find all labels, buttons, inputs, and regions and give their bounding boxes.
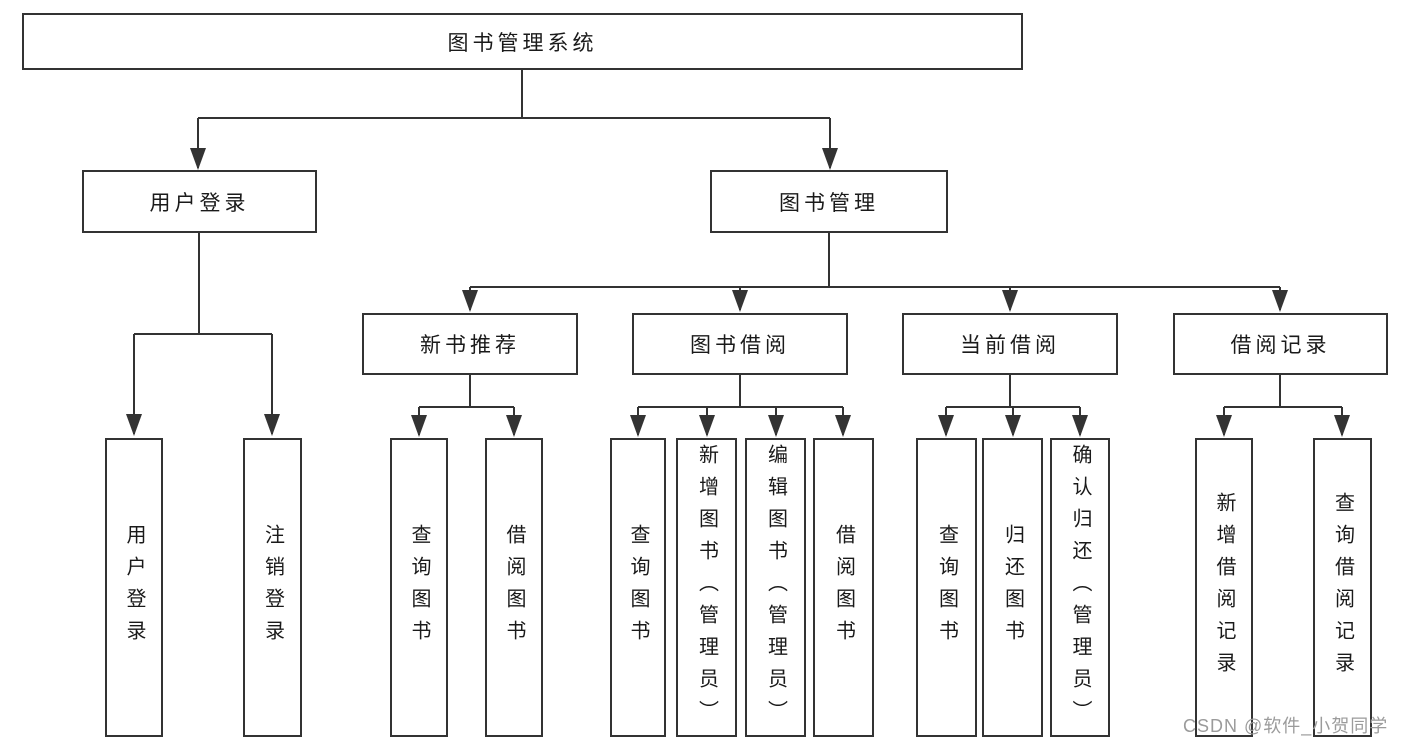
node-borrow-record-label: 借阅记录 — [1230, 334, 1331, 357]
node-book-borrow: 图书借阅 — [632, 313, 848, 375]
leaf-query-borrow-record: 查询借阅记录 — [1313, 438, 1372, 737]
leaf-label: 新增借阅记录 — [1213, 491, 1235, 684]
leaf-borrow-books: 借阅图书 — [813, 438, 874, 737]
leaf-return-books: 归还图书 — [982, 438, 1043, 737]
leaf-edit-books-admin: 编辑图书（管理员） — [745, 438, 806, 737]
arrowhead — [1216, 415, 1232, 437]
arrowheads — [126, 148, 1350, 437]
arrowhead — [1072, 415, 1088, 437]
leaf-confirm-return-admin: 确认归还（管理员） — [1050, 438, 1110, 737]
connector-root-to-level2 — [197, 70, 831, 168]
arrowhead — [1334, 415, 1350, 437]
leaf-label: 新增图书（管理员） — [695, 443, 718, 732]
leaf-label: 归还图书 — [1001, 523, 1024, 652]
leaf-label: 用户登录 — [123, 523, 145, 652]
leaf-add-books-admin: 新增图书（管理员） — [676, 438, 737, 737]
node-new-book-recommend: 新书推荐 — [362, 313, 578, 375]
node-user-login: 用户登录 — [82, 170, 317, 233]
arrowhead — [411, 415, 427, 437]
leaf-borrow-books-recommend: 借阅图书 — [485, 438, 543, 737]
arrowhead — [1005, 415, 1021, 437]
leaf-query-books-current: 查询图书 — [916, 438, 977, 737]
arrowhead — [1002, 290, 1018, 312]
leaf-label: 注销登录 — [261, 523, 284, 652]
node-root-label: 图书管理系统 — [447, 31, 598, 55]
leaf-user-login: 用户登录 — [105, 438, 163, 737]
arrowhead — [732, 290, 748, 312]
arrowhead — [630, 415, 646, 437]
arrowhead — [699, 415, 715, 437]
leaf-add-borrow-record: 新增借阅记录 — [1195, 438, 1253, 737]
leaf-label: 借阅图书 — [503, 523, 525, 652]
connector-lines — [133, 70, 1343, 435]
watermark-text: CSDN @软件_小贺同学 — [1183, 716, 1389, 736]
connector-book-borrow-branch — [637, 375, 844, 435]
leaf-logout: 注销登录 — [243, 438, 302, 737]
leaf-label: 查询图书 — [408, 523, 430, 652]
arrowhead — [938, 415, 954, 437]
connector-new-book-branch — [418, 375, 515, 435]
node-book-borrow-label: 图书借阅 — [690, 334, 790, 357]
node-user-login-label: 用户登录 — [149, 191, 250, 215]
leaf-label: 查询图书 — [935, 523, 958, 652]
node-new-book-recommend-label: 新书推荐 — [420, 334, 520, 357]
leaf-label: 查询图书 — [627, 523, 649, 652]
node-borrow-record: 借阅记录 — [1173, 313, 1388, 375]
leaf-label: 借阅图书 — [832, 523, 855, 652]
leaf-label: 确认归还（管理员） — [1069, 443, 1091, 732]
arrowhead — [190, 148, 206, 170]
arrowhead — [835, 415, 851, 437]
leaf-query-books-recommend: 查询图书 — [390, 438, 448, 737]
leaf-label: 查询借阅记录 — [1331, 491, 1354, 684]
leaf-query-books-borrow: 查询图书 — [610, 438, 666, 737]
arrowhead — [126, 414, 142, 436]
arrowhead — [1272, 290, 1288, 312]
arrowhead — [768, 415, 784, 437]
node-current-borrow: 当前借阅 — [902, 313, 1118, 375]
arrowhead — [264, 414, 280, 436]
node-book-management: 图书管理 — [710, 170, 948, 233]
arrowhead — [822, 148, 838, 170]
node-root: 图书管理系统 — [22, 13, 1023, 70]
arrowhead — [462, 290, 478, 312]
leaf-label: 编辑图书（管理员） — [764, 443, 787, 732]
connector-borrow-record-branch — [1223, 375, 1343, 435]
node-book-management-label: 图书管理 — [779, 191, 879, 215]
node-current-borrow-label: 当前借阅 — [960, 334, 1060, 357]
connector-book-mgmt-branch — [469, 233, 1281, 310]
arrowhead — [506, 415, 522, 437]
connector-user-login-branch — [133, 233, 273, 434]
